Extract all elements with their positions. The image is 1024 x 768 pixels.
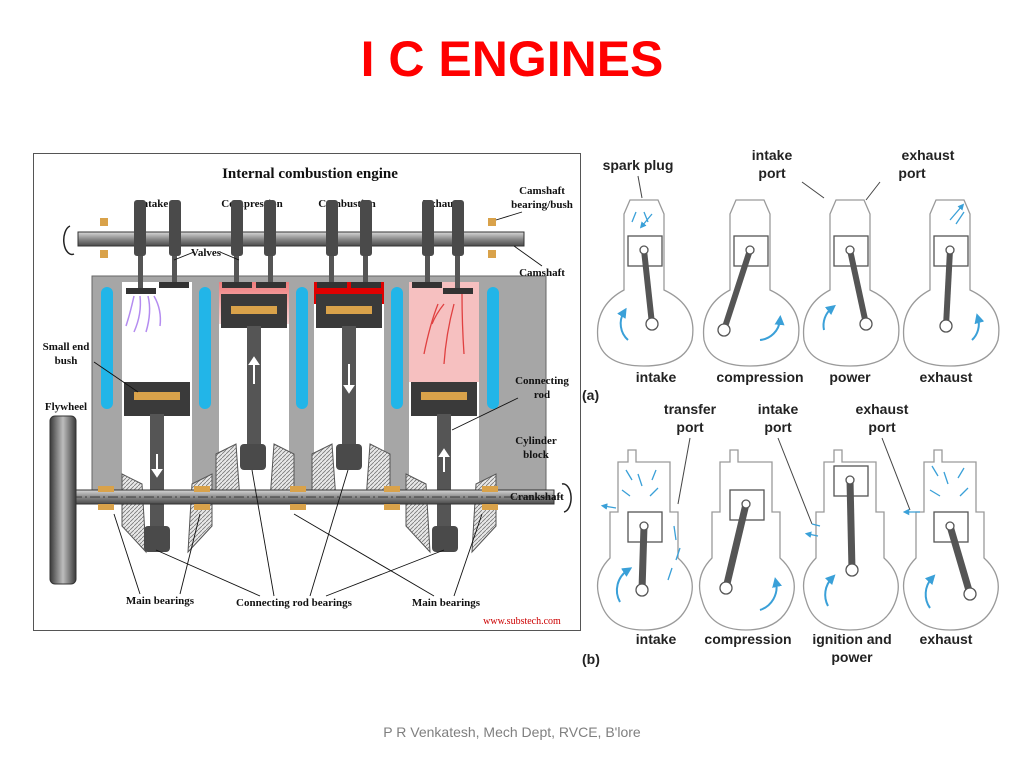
intake-port-label-b-2: port [764, 419, 792, 435]
engine-cross-section-diagram: Internal combustion engine Intake Compre… [43, 166, 573, 627]
four-stroke-cycle-a [596, 199, 1000, 367]
main-bearings [98, 486, 498, 510]
coolant-channels [101, 287, 499, 409]
cylinder-a-compression [702, 199, 800, 367]
part-b-tag: (b) [582, 651, 600, 667]
cylinder-a-intake [596, 199, 694, 367]
stroke-b-power: power [831, 649, 873, 665]
valves [126, 256, 473, 294]
slide-title: I C ENGINES [360, 31, 664, 87]
piston-motion-arrows [151, 356, 450, 478]
cylinder-b-intake [596, 449, 693, 631]
cylinder-a-exhaust [902, 199, 1000, 367]
crankshaft [54, 444, 572, 552]
exhaust-port-label-b-1: exhaust [856, 401, 909, 417]
transfer-port-label-2: port [676, 419, 704, 435]
two-stroke-cycle-b [596, 449, 999, 631]
engine-diagram-panel: Internal combustion engine Intake Compre… [33, 153, 581, 631]
cylinder-a-power [802, 199, 900, 367]
stroke-a-power: power [829, 369, 871, 385]
main-bearings-label-left: Main bearings [126, 595, 195, 607]
flywheel-label: Flywheel [45, 401, 87, 413]
exhaust-flow-arrows [423, 293, 465, 365]
camshaft-bearing-label-1: Camshaft [519, 185, 565, 197]
two-stroke-labels: transfer port intake port exhaust port [664, 401, 909, 435]
crankshaft-label: Crankshaft [510, 491, 564, 503]
slide-footer: P R Venkatesh, Mech Dept, RVCE, B'lore [383, 724, 641, 740]
main-bearings-label-right: Main bearings [412, 597, 481, 609]
stroke-b-compression: compression [704, 631, 791, 647]
leader-lines [93, 211, 543, 597]
connecting-rod-label-1: Connecting [515, 375, 569, 387]
stroke-b-exhaust: exhaust [920, 631, 973, 647]
exhaust-port-label-a-2: port [898, 165, 926, 181]
cylinder-block-label-2: block [523, 449, 550, 461]
intake-port-label-b-1: intake [758, 401, 799, 417]
stroke-b-ignition-and: ignition and [812, 631, 891, 647]
camshaft [63, 200, 525, 258]
intake-port-label-a-2: port [758, 165, 786, 181]
exhaust-port-label-b-2: port [868, 419, 896, 435]
stroke-a-compression: compression [716, 369, 803, 385]
pistons [124, 294, 477, 416]
cylinder-b-exhaust [904, 449, 999, 631]
intake-port-label-a-1: intake [752, 147, 793, 163]
four-stroke-labels: spark plug intake port exhaust port [603, 147, 955, 181]
exhaust-port-label-a-1: exhaust [902, 147, 955, 163]
engine-cycle-diagrams: spark plug intake port exhaust port [582, 147, 1000, 667]
spark-plug-label: spark plug [603, 157, 674, 173]
small-end-label-1: Small end [43, 341, 90, 353]
small-end-label-2: bush [55, 355, 78, 367]
stroke-labels: Intake Compression Combustion Exhaust [138, 198, 462, 210]
stroke-b-intake: intake [636, 631, 677, 647]
part-a-tag: (a) [582, 387, 599, 403]
four-stroke-stroke-labels: intake compression power exhaust [636, 369, 973, 385]
cylinder-block-label-1: Cylinder [515, 435, 557, 447]
diagram-title: Internal combustion engine [222, 166, 398, 182]
two-stroke-stroke-labels: intake compression ignition and power ex… [636, 631, 973, 665]
intake-flow-arrows [125, 295, 162, 333]
flywheel [49, 415, 77, 585]
callout-labels: Camshaft bearing/bush Valves Camshaft Sm… [43, 185, 573, 627]
stroke-a-intake: intake [636, 369, 677, 385]
stroke-a-exhaust: exhaust [920, 369, 973, 385]
connecting-rod-label-2: rod [534, 389, 550, 401]
cylinder-b-compression [698, 449, 795, 631]
valves-label: Valves [191, 247, 222, 259]
source-credit: www.substech.com [483, 616, 561, 627]
camshaft-bearing-label-2: bearing/bush [511, 199, 573, 211]
four-stroke-leader-lines [637, 175, 881, 201]
transfer-port-label-1: transfer [664, 401, 717, 417]
camshaft-label: Camshaft [519, 267, 565, 279]
two-stroke-leader-lines [677, 437, 911, 525]
connecting-rod-bearings-label: Connecting rod bearings [236, 597, 353, 609]
cylinder-b-ignition-power [802, 449, 899, 631]
